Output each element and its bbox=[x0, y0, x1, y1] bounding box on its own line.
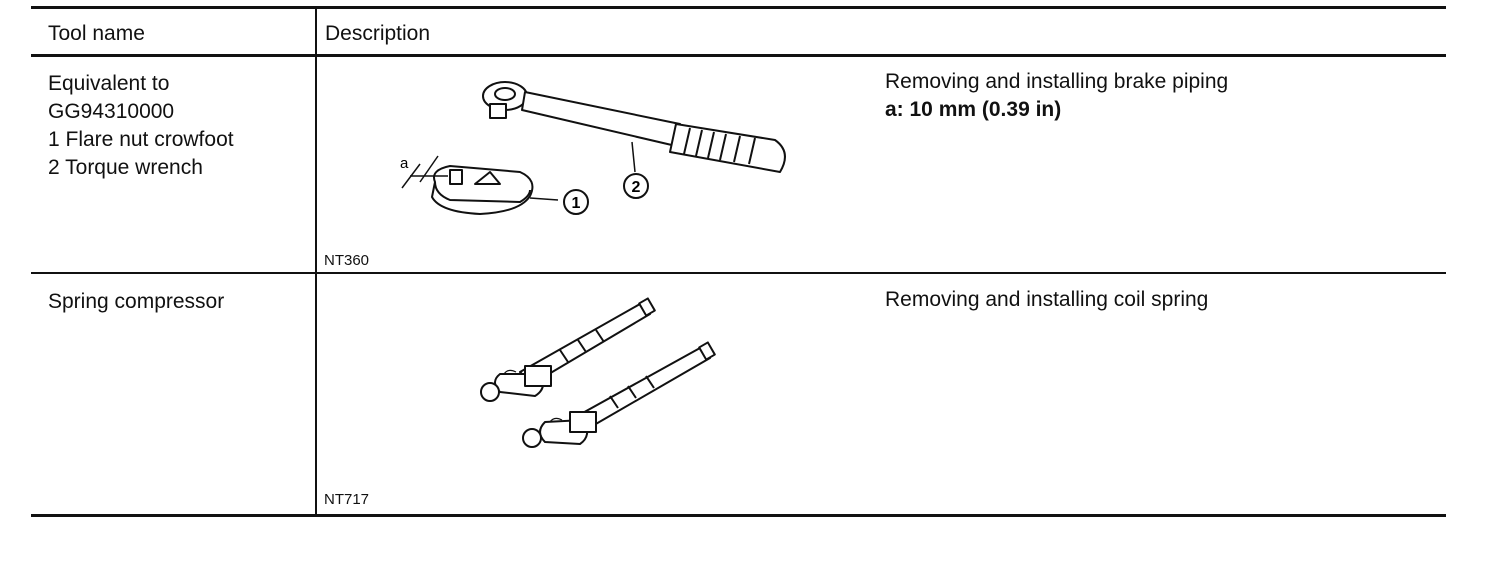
header-tool-name: Tool name bbox=[48, 22, 145, 45]
tool-line: 1 Flare nut crowfoot bbox=[48, 128, 234, 151]
row2-description: Removing and installing coil spring bbox=[885, 286, 1208, 314]
callout-a: a bbox=[400, 155, 409, 172]
figure-code: NT360 bbox=[324, 252, 370, 269]
row1-description: Removing and installing brake piping a: … bbox=[885, 68, 1228, 124]
table-bottom-rule bbox=[31, 514, 1446, 517]
table-header-rule bbox=[31, 54, 1446, 57]
row1-tool-name: Equivalent to GG94310000 1 Flare nut cro… bbox=[48, 70, 234, 182]
callout-1: 1 bbox=[563, 189, 589, 215]
description-text: Removing and installing brake piping bbox=[885, 70, 1229, 93]
spring-compressor-illustration bbox=[480, 297, 716, 448]
header-description: Description bbox=[325, 22, 431, 45]
tool-line: 2 Torque wrench bbox=[48, 156, 203, 179]
callout-2: 2 bbox=[623, 173, 649, 199]
torque-wrench-crowfoot-illustration: a 1 2 bbox=[400, 81, 786, 215]
tool-line: Equivalent to bbox=[48, 72, 170, 95]
callout-2-label: 2 bbox=[632, 179, 641, 196]
description-text: Removing and installing coil spring bbox=[885, 288, 1209, 311]
tool-line: GG94310000 bbox=[48, 100, 175, 123]
table-row-divider bbox=[31, 272, 1446, 274]
column-divider bbox=[315, 9, 317, 515]
callout-1-label: 1 bbox=[572, 195, 581, 212]
row2-tool-name: Spring compressor bbox=[48, 288, 224, 316]
tool-line: Spring compressor bbox=[48, 290, 225, 313]
spec-text: a: 10 mm (0.39 in) bbox=[885, 98, 1062, 121]
table-top-rule bbox=[31, 6, 1446, 9]
figure-code: NT717 bbox=[324, 491, 370, 508]
